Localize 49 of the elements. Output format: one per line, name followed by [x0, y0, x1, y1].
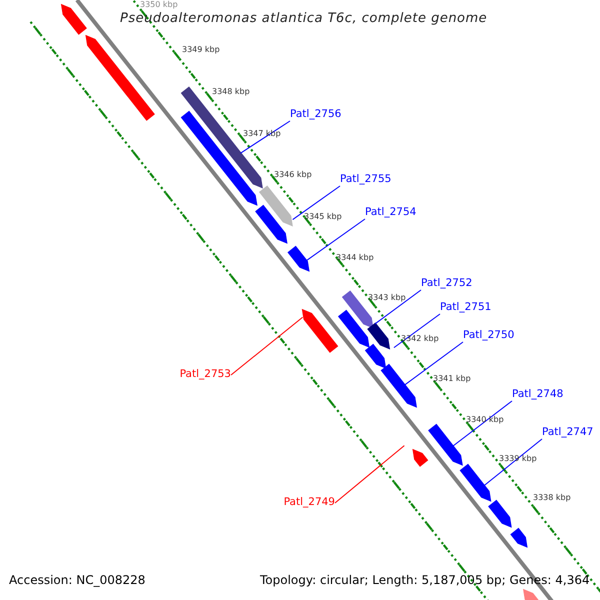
gene-label: Patl_2754: [365, 206, 416, 219]
scale-label: 3348 kbp: [212, 88, 250, 96]
leader-line: [334, 445, 405, 504]
leader-line: [374, 290, 422, 324]
scale-label: 3349 kbp: [182, 46, 220, 54]
scale-label: 3343 kbp: [368, 294, 406, 302]
genome-info-text: Accession: NC_008228: [9, 574, 146, 586]
leader-line: [230, 316, 304, 376]
gene-label: Patl_2755: [340, 173, 392, 186]
gene-block: [380, 364, 417, 408]
gene-label: Patl_2751: [440, 301, 492, 314]
leader-line: [452, 400, 512, 446]
gene-block: [60, 4, 87, 35]
scale-label: 3338 kbp: [533, 494, 571, 502]
gene-label: Patl_2750: [463, 329, 514, 342]
scale-label: 3344 kbp: [336, 254, 374, 262]
gene-block: [460, 464, 492, 502]
leader-line: [393, 314, 440, 348]
gene-block: [85, 34, 155, 121]
leader-line: [404, 342, 464, 386]
gene-block: [338, 310, 370, 348]
leader-line: [292, 186, 340, 220]
gene-label: Patl_2752: [421, 277, 472, 290]
scale-label: 3341 kbp: [433, 375, 471, 383]
scale-label: 3350 kbp: [140, 1, 178, 9]
gene-block: [510, 528, 528, 548]
gene-label: Patl_2756: [290, 108, 342, 121]
leader-line: [484, 438, 542, 486]
gene-label: Patl_2753: [180, 368, 231, 381]
gene-block: [255, 204, 288, 244]
leader-line: [240, 120, 290, 154]
gene-block: [180, 86, 263, 188]
diagram-title: Pseudoalteromonas atlantica T6c, complete genome: [120, 10, 488, 28]
gene-block: [287, 246, 310, 272]
scale-label: 3340 kbp: [466, 416, 504, 424]
scale-label: 3345 kbp: [304, 213, 342, 221]
leader-line: [306, 218, 366, 262]
gene-block: [367, 322, 390, 350]
gene-block: [488, 500, 512, 528]
gene-block: [258, 185, 293, 226]
genome-info-text: Topology: circular; Length: 5,187,005 bp; Genes: 4,364: [260, 574, 590, 586]
scale-label: 3339 kbp: [499, 455, 537, 463]
scale-label: 3346 kbp: [274, 171, 312, 179]
gene-label: Patl_2748: [512, 388, 564, 401]
gene-block: [302, 308, 338, 353]
gene-label: Patl_2747: [542, 426, 594, 439]
gene-block: [428, 424, 463, 466]
gene-label: Patl_2749: [284, 496, 335, 509]
gene-block: [364, 344, 386, 369]
